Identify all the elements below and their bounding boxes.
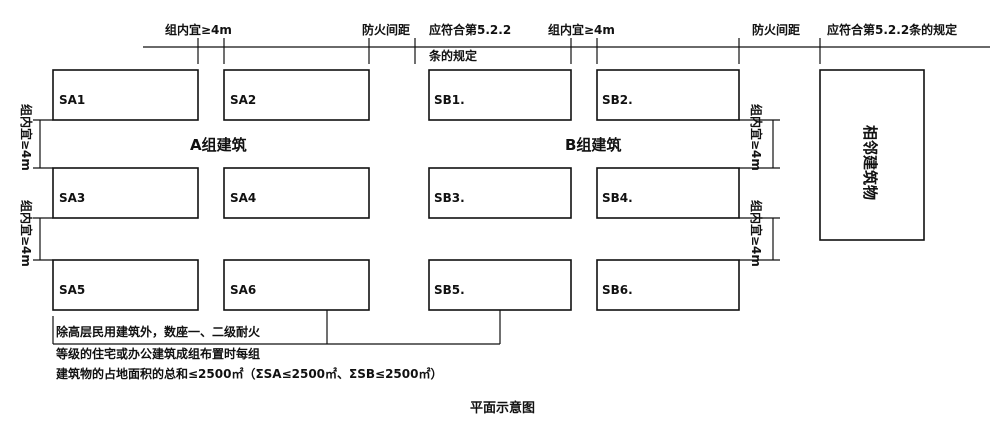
left-dimension: 组内宜≥4m 组内宜≥4m bbox=[19, 104, 53, 267]
building-sb6-label: SB6. bbox=[602, 283, 633, 297]
top-dimension-b: 应符合第5.2.2 条的规定 组内宜≥4m 防火间距 应符合第5.2.2条的规定 bbox=[415, 22, 990, 64]
fire-gap-1-label: 防火间距 bbox=[362, 22, 410, 37]
note-line3: 建筑物的占地面积的总和≤2500㎡（ΣSA≤2500㎡、ΣSB≤2500㎡） bbox=[55, 366, 442, 381]
fire-gap-2-label: 防火间距 bbox=[752, 22, 800, 37]
building-sb3 bbox=[428, 167, 572, 219]
building-sb1 bbox=[428, 69, 572, 121]
building-sb4-label: SB4. bbox=[602, 191, 633, 205]
top-spacing-a-label: 组内宜≥4m bbox=[165, 22, 232, 37]
building-sb5 bbox=[428, 259, 572, 311]
rule-2-label: 应符合第5.2.2条的规定 bbox=[827, 22, 957, 37]
building-sb1-label: SB1. bbox=[434, 93, 465, 107]
note-bracket bbox=[52, 310, 501, 345]
building-sa1-label: SA1 bbox=[59, 93, 85, 107]
note-text: 除高层民用建筑外，数座一、二级耐火 等级的住宅或办公建筑成组布置时每组 建筑物的… bbox=[55, 324, 442, 381]
building-sa2-label: SA2 bbox=[230, 93, 256, 107]
group-a-label: A组建筑 bbox=[190, 136, 247, 154]
group-b-label: B组建筑 bbox=[565, 136, 621, 154]
rule-1-line2: 条的规定 bbox=[428, 48, 477, 63]
building-sa3-label: SA3 bbox=[59, 191, 85, 205]
right-dimension: 组内宜≥4m 组内宜≥4m bbox=[739, 104, 780, 267]
building-sb2 bbox=[596, 69, 740, 121]
adjacent-building-box bbox=[819, 69, 925, 241]
note-line2: 等级的住宅或办公建筑成组布置时每组 bbox=[55, 346, 260, 361]
building-sa6-label: SA6 bbox=[230, 283, 256, 297]
building-sb5-label: SB5. bbox=[434, 283, 465, 297]
adjacent-building: 相邻建筑物 bbox=[819, 69, 925, 241]
building-sb6 bbox=[596, 259, 740, 311]
building-sa3 bbox=[52, 167, 199, 219]
building-sa5 bbox=[52, 259, 199, 311]
left-spacing-1-label: 组内宜≥4m bbox=[19, 104, 34, 171]
right-spacing-1-label: 组内宜≥4m bbox=[749, 104, 764, 171]
caption: 平面示意图 bbox=[470, 400, 535, 416]
top-dimension-a: 组内宜≥4m 防火间距 bbox=[143, 22, 416, 64]
group-b: SB1. SB2. SB3. SB4. SB5. SB6. B组建筑 bbox=[428, 69, 740, 311]
adjacent-building-label: 相邻建筑物 bbox=[861, 125, 879, 200]
rule-1-line1: 应符合第5.2.2 bbox=[429, 22, 511, 37]
left-spacing-2-label: 组内宜≥4m bbox=[19, 200, 34, 267]
right-spacing-2-label: 组内宜≥4m bbox=[749, 200, 764, 267]
building-sa5-label: SA5 bbox=[59, 283, 85, 297]
note-line1: 除高层民用建筑外，数座一、二级耐火 bbox=[56, 324, 261, 339]
building-sb3-label: SB3. bbox=[434, 191, 465, 205]
building-sa4-label: SA4 bbox=[230, 191, 256, 205]
top-spacing-b-label: 组内宜≥4m bbox=[548, 22, 615, 37]
building-sa1 bbox=[52, 69, 199, 121]
building-sb4 bbox=[596, 167, 740, 219]
building-sb2-label: SB2. bbox=[602, 93, 633, 107]
group-a: SA1 SA2 SA3 SA4 SA5 SA6 A组建筑 bbox=[52, 69, 370, 311]
